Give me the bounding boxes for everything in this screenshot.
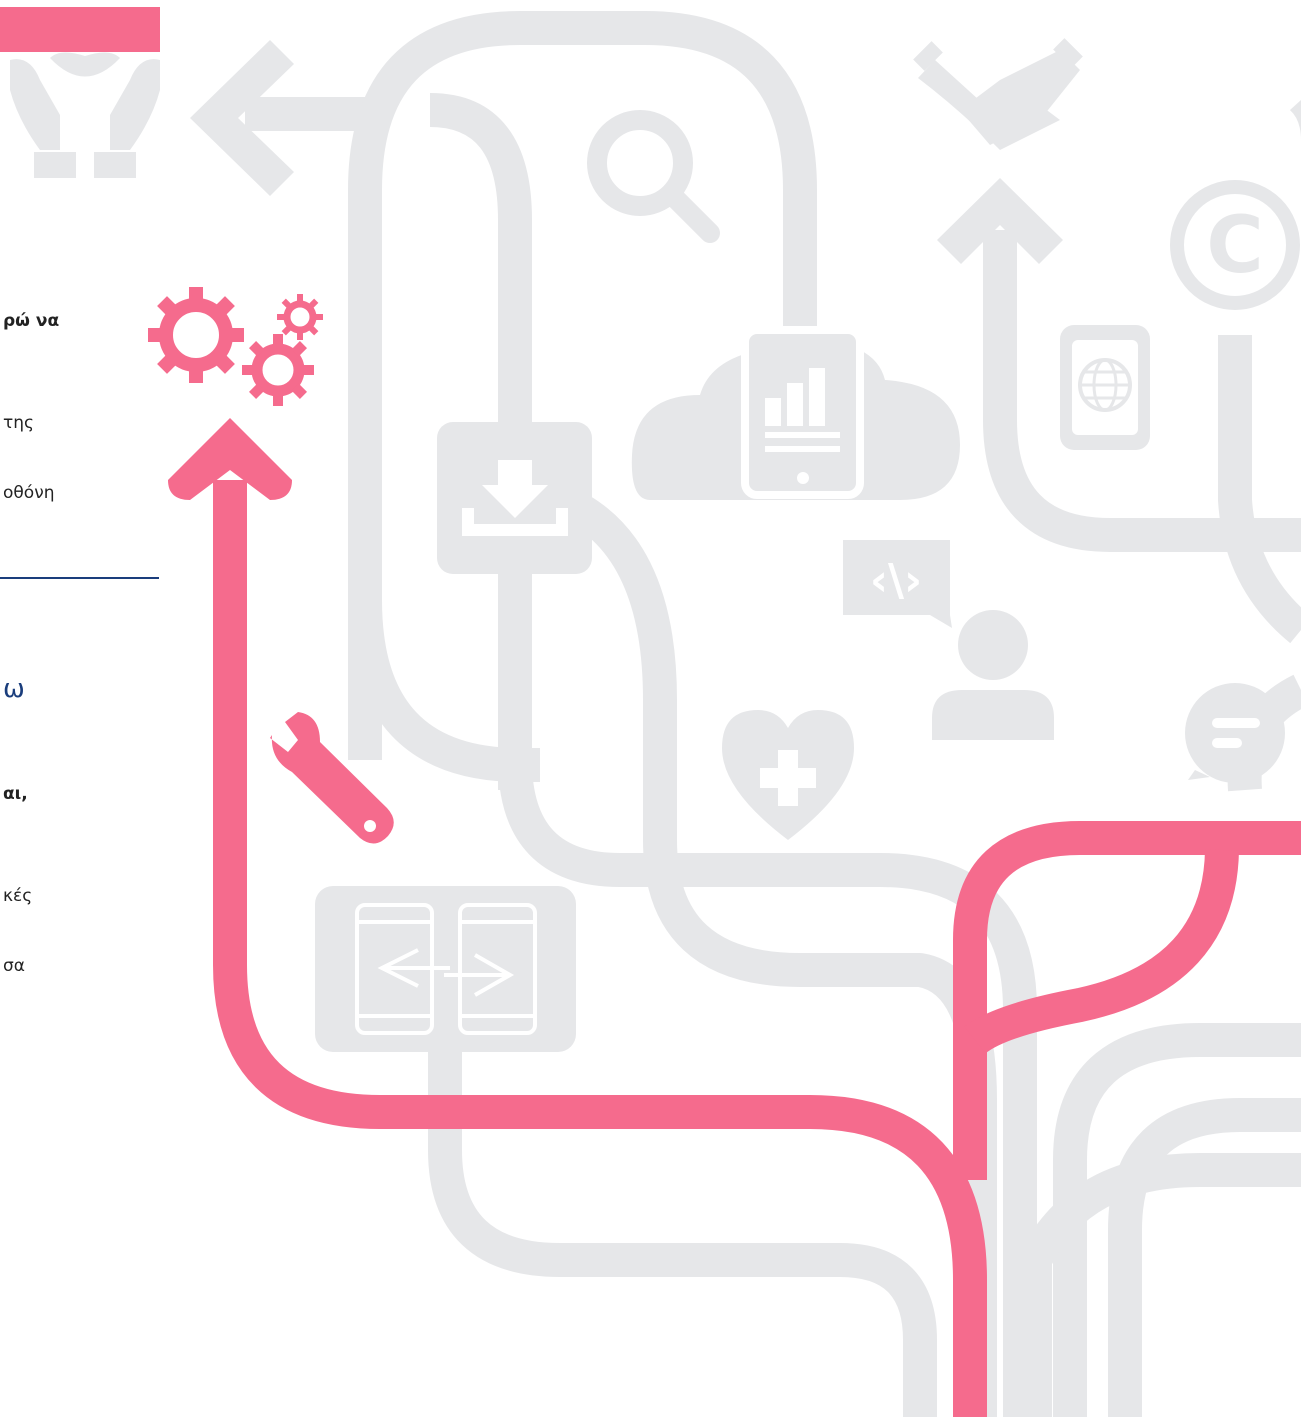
pink-path-leaf xyxy=(964,849,1239,1054)
text-fragment-1: ρώ να xyxy=(3,311,60,331)
phone-globe-icon xyxy=(1060,325,1150,450)
person-icon xyxy=(932,610,1054,740)
gray-path-inner-loop xyxy=(429,93,532,790)
chat-bubble-icon xyxy=(1185,683,1285,783)
cloud-tablet-chart-icon xyxy=(631,326,960,500)
copyright-icon: C xyxy=(1170,180,1300,310)
gray-path-tray xyxy=(498,570,1037,1417)
partial-icon-right-edge xyxy=(1290,110,1301,140)
accent-tab xyxy=(0,7,160,52)
gray-path-left-loop xyxy=(348,599,540,782)
gray-path-right-3 xyxy=(1018,1153,1301,1417)
phones-transfer-icon xyxy=(315,886,576,1052)
handshake-icon xyxy=(913,38,1083,150)
gray-path-right-1 xyxy=(1053,1023,1301,1417)
text-fragment-2: της xyxy=(3,413,34,433)
wrench-icon xyxy=(270,712,394,844)
text-fragment-4: αι, xyxy=(3,784,28,804)
arrow-up-icon xyxy=(937,178,1063,264)
pink-path-branch xyxy=(953,821,1301,1180)
heart-plus-icon xyxy=(722,710,854,840)
arrow-left-icon xyxy=(190,40,294,196)
text-fragment-3: οθόνη xyxy=(3,483,55,503)
svg-text:C: C xyxy=(1206,201,1263,291)
gears-icon xyxy=(148,287,323,406)
gray-path-up-right xyxy=(983,230,1301,552)
section-divider xyxy=(0,577,159,579)
search-icon xyxy=(587,110,720,243)
section-heading-fragment: ω xyxy=(3,674,25,704)
gray-path-right-hook xyxy=(1218,335,1301,644)
download-tray-icon xyxy=(437,422,592,574)
svg-text:‹\›: ‹\› xyxy=(870,555,922,606)
code-bubble-icon: ‹\› xyxy=(843,540,952,628)
gray-path-right-2 xyxy=(1108,1098,1301,1417)
pink-path-main xyxy=(213,480,987,1417)
text-fragment-6: σα xyxy=(3,956,25,976)
pink-arrow-up-icon xyxy=(168,418,292,500)
text-fragment-5: κές xyxy=(3,886,33,906)
gray-path-bottom-loop xyxy=(428,1030,937,1417)
gray-path-top-loop xyxy=(348,11,817,760)
hands-care-icon xyxy=(10,52,160,178)
